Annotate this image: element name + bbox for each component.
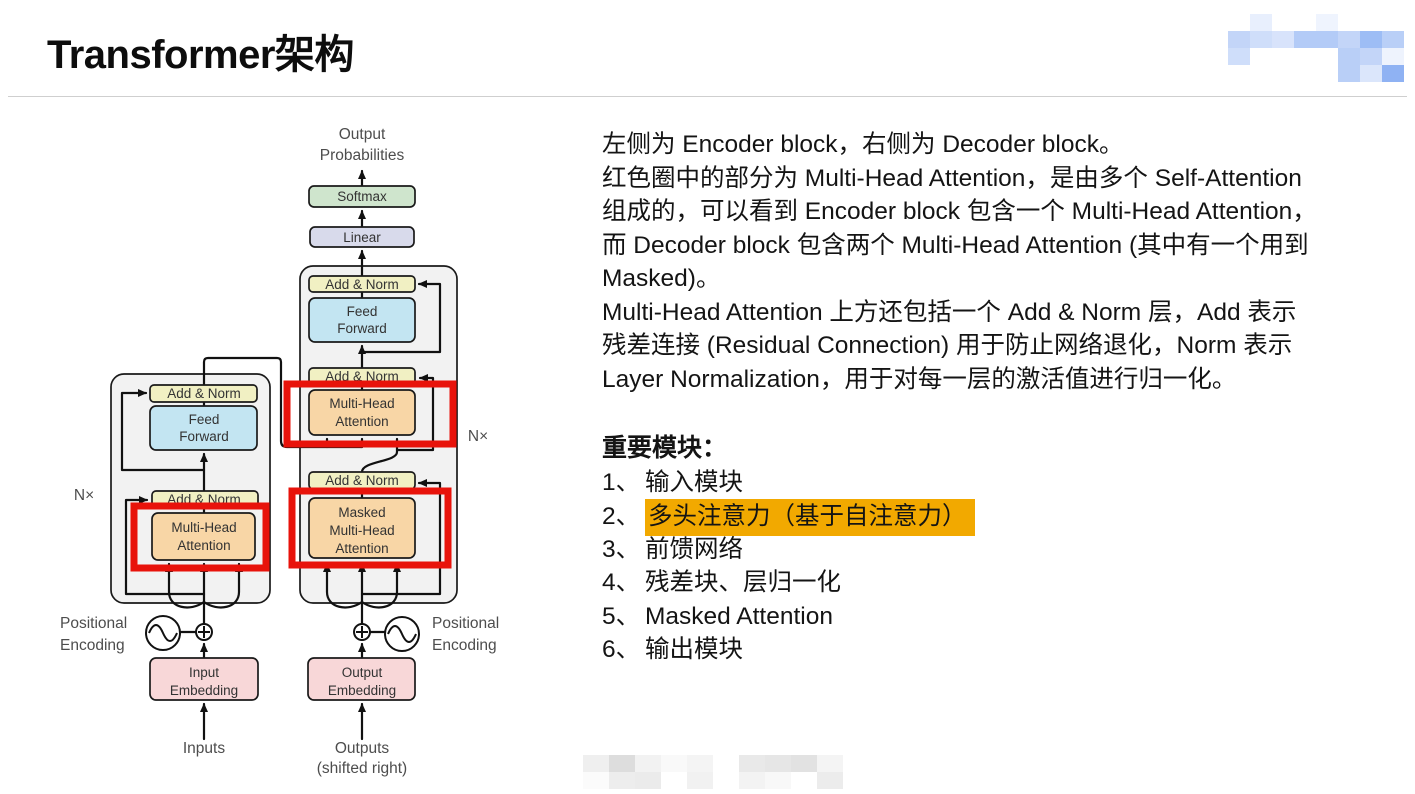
positional-encoding-label: Positional <box>60 615 127 632</box>
shifted-right-label: (shifted right) <box>317 760 407 777</box>
explanation-line: Layer Normalization，用于对每一层的激活值进行归一化。 <box>602 365 1237 393</box>
masked-multi-head-attention-box <box>308 497 416 559</box>
explanation-line: 残差连接 (Residual Connection) 用于防止网络退化，Norm… <box>602 332 1293 359</box>
add-symbol <box>353 623 371 641</box>
positional-encoding-symbol <box>384 616 420 652</box>
multi-head-attention-label: Multi-Head <box>329 396 394 411</box>
add-norm-label: Add & Norm <box>167 386 241 401</box>
explanation-line: Multi-Head Attention 上方还包括一个 Add & Norm … <box>602 298 1297 326</box>
linear-box <box>309 226 415 248</box>
feed-forward-label: Forward <box>337 321 387 336</box>
input-embedding-label: Embedding <box>170 683 238 698</box>
output-embedding-label: Output <box>342 665 383 680</box>
module-number: 1、 <box>602 468 641 496</box>
module-label: 输入模块 <box>645 468 743 496</box>
module-label: 残差块、层归一化 <box>645 569 841 596</box>
module-label: Masked Attention <box>645 602 833 630</box>
explanation-line: 而 Decoder block 包含两个 Multi-Head Attentio… <box>602 231 1309 259</box>
feed-forward-label: Feed <box>189 412 220 427</box>
add-norm-label: Add & Norm <box>325 277 399 292</box>
module-number: 3、 <box>602 535 641 563</box>
module-label-highlighted: 多头注意力（基于自注意力） <box>645 499 975 536</box>
module-number: 4、 <box>602 569 641 596</box>
transformer-architecture-diagram: Softmax Linear Add & Norm Feed Forward A… <box>60 126 499 777</box>
output-probabilities-label: Output <box>339 126 386 143</box>
add-norm-label: Add & Norm <box>325 473 399 488</box>
red-highlight-box <box>130 502 270 572</box>
outputs-label: Outputs <box>335 740 390 757</box>
multi-head-attention-box <box>308 389 416 436</box>
output-probabilities-label: Probabilities <box>320 147 405 164</box>
multi-head-attention-label: Multi-Head <box>171 520 236 535</box>
masked-multi-head-attention-label: Masked <box>338 505 385 520</box>
module-item: 6、 输出模块 <box>602 633 1407 667</box>
module-item: 4、 残差块、层归一化 <box>602 566 1407 600</box>
explanation-line: 红色圈中的部分为 Multi-Head Attention，是由多个 Self-… <box>602 164 1302 192</box>
explanation-line: 左侧为 Encoder block，右侧为 Decoder block。 <box>602 131 1124 158</box>
softmax-label: Softmax <box>337 189 387 204</box>
positional-encoding-label: Encoding <box>60 637 125 654</box>
feed-forward-box <box>308 297 416 343</box>
feed-forward-box <box>149 405 258 451</box>
explanation-line: Masked)。 <box>602 265 721 292</box>
module-item: 1、 输入模块 <box>602 466 1407 500</box>
module-item: 2、 多头注意力（基于自注意力） <box>602 499 1407 536</box>
module-number: 6、 <box>602 636 641 663</box>
softmax-box <box>308 185 416 208</box>
linear-label: Linear <box>343 230 381 245</box>
n-times-label: N× <box>468 428 488 445</box>
input-embedding-box <box>149 657 259 701</box>
add-symbol <box>195 623 213 641</box>
masked-multi-head-attention-label: Attention <box>335 541 388 556</box>
positional-encoding-symbol <box>145 615 181 651</box>
masked-multi-head-attention-label: Multi-Head <box>329 523 394 538</box>
add-norm-label: Add & Norm <box>325 369 399 384</box>
output-embedding-label: Embedding <box>328 683 396 698</box>
n-times-label: N× <box>74 487 94 504</box>
module-label: 输出模块 <box>645 636 743 663</box>
explanation-panel: 左侧为 Encoder block，右侧为 Decoder block。 红色圈… <box>602 128 1407 667</box>
module-label: 前馈网络 <box>645 535 743 563</box>
feed-forward-label: Feed <box>347 304 378 319</box>
feed-forward-label: Forward <box>179 429 229 444</box>
add-norm-box <box>149 384 258 403</box>
inputs-label: Inputs <box>183 740 225 757</box>
output-embedding-box <box>307 657 416 701</box>
module-item: 3、 前馈网络 <box>602 533 1407 567</box>
input-embedding-label: Input <box>189 665 219 680</box>
connection-arrows <box>120 169 442 741</box>
red-highlight-box <box>283 380 457 448</box>
multi-head-attention-label: Attention <box>335 414 388 429</box>
multi-head-attention-box <box>151 512 256 561</box>
page-title: Transformer架构 <box>47 33 354 77</box>
module-number: 5、 <box>602 602 641 630</box>
module-number: 2、 <box>602 503 641 530</box>
multi-head-attention-label: Attention <box>177 538 230 553</box>
positional-encoding-label: Positional <box>432 615 499 632</box>
explanation-line: 组成的，可以看到 Encoder block 包含一个 Multi-Head A… <box>602 198 1317 225</box>
blurred-watermark <box>583 755 843 789</box>
module-item: 5、 Masked Attention <box>602 600 1407 634</box>
red-highlight-box <box>288 487 452 569</box>
modules-heading: 重要模块： <box>602 434 728 462</box>
positional-encoding-label: Encoding <box>432 637 497 654</box>
add-norm-box <box>308 275 416 293</box>
title-divider <box>8 96 1407 97</box>
blurred-logo <box>1228 14 1404 82</box>
